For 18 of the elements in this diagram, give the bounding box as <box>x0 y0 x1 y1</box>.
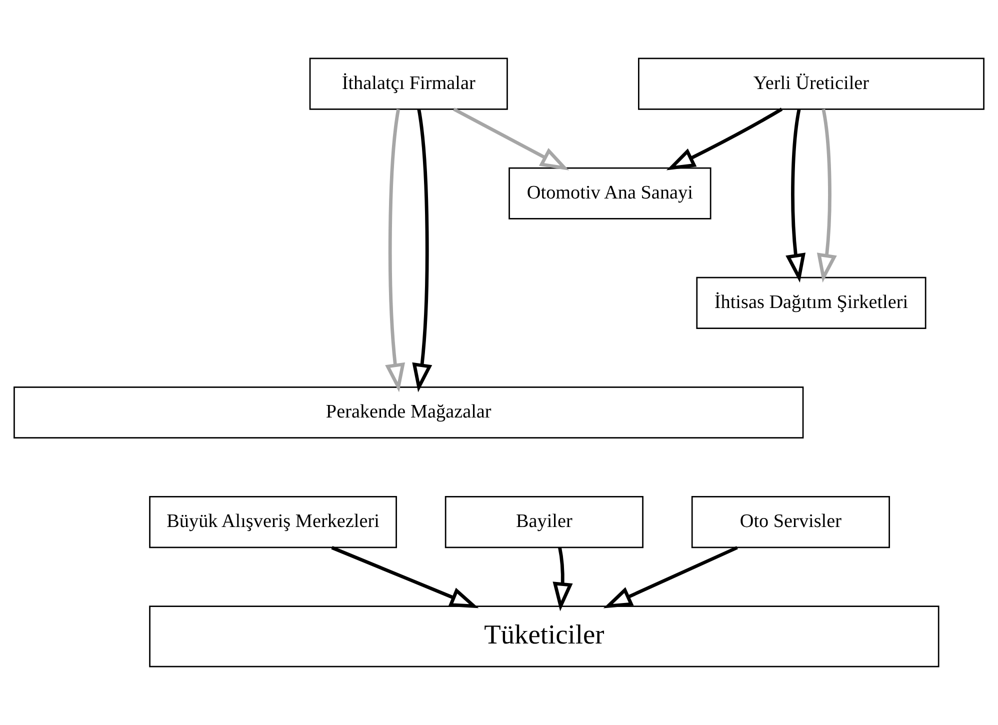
arrow <box>603 546 738 608</box>
arrow <box>453 108 570 170</box>
arrow <box>786 108 806 283</box>
arrow <box>666 108 783 170</box>
node-box: Bayiler <box>444 496 644 548</box>
arrow <box>412 108 432 392</box>
node-box: Tüketiciler <box>149 606 940 668</box>
arrow <box>331 546 479 608</box>
node-box: Oto Servisler <box>691 496 890 548</box>
arrow <box>385 108 406 392</box>
node-box: İthalatçı Firmalar <box>309 58 508 110</box>
arrow <box>552 547 573 612</box>
node-box: İhtisas Dağıtım Şirketleri <box>696 276 926 329</box>
arrow <box>816 108 837 283</box>
node-box: Otomotiv Ana Sanayi <box>508 167 712 220</box>
node-box: Perakende Mağazalar <box>14 386 804 438</box>
node-box: Büyük Alışveriş Merkezleri <box>149 496 397 548</box>
node-box: Yerli Üreticiler <box>638 58 984 110</box>
